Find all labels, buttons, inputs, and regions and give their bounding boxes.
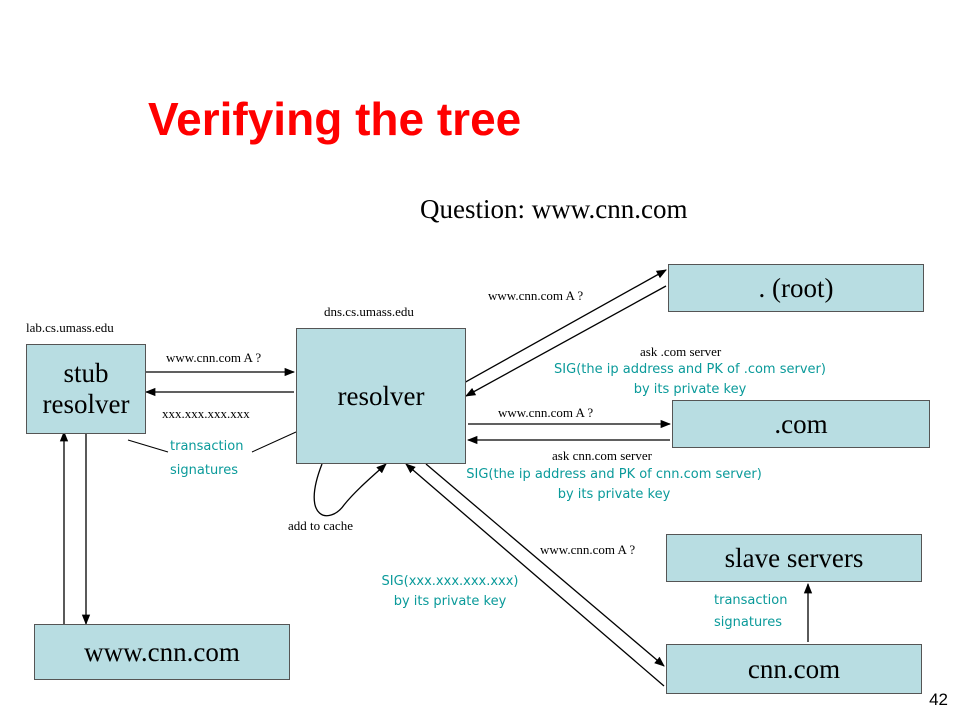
- arrow-root-to-resolver: [465, 285, 667, 397]
- stub-answer-label: xxx.xxx.xxx.xxx: [162, 406, 250, 421]
- tsig-right-line1: transaction: [714, 593, 788, 608]
- stub-resolver-line1: stub: [63, 358, 109, 388]
- root-sig-line1: SIG(the ip address and PK of .com server…: [554, 362, 826, 377]
- tsig-left-line2: signatures: [170, 463, 239, 478]
- stub-host-label: lab.cs.umass.edu: [26, 320, 114, 335]
- com-answer-label: ask cnn.com server: [552, 448, 652, 463]
- root-answer-label: ask .com server: [640, 344, 722, 359]
- tsig-left-line1: transaction: [170, 439, 244, 454]
- cnncom-server-box: cnn.com: [666, 644, 922, 694]
- slave-servers-box: slave servers: [666, 534, 922, 582]
- cnncom-server-label: cnn.com: [747, 653, 841, 684]
- com-query-label: www.cnn.com A ?: [498, 405, 594, 420]
- tsig-right-line2: signatures: [714, 615, 783, 630]
- cache-loop-arrow: [313, 463, 387, 517]
- root-query-label: www.cnn.com A ?: [488, 288, 584, 303]
- page-number: 42: [929, 690, 948, 709]
- com-server-label: .com: [774, 408, 828, 439]
- page-title: Verifying the tree: [148, 93, 522, 145]
- root-server-label: . (root): [758, 272, 834, 303]
- arrow-resolver-to-cnncom: [425, 463, 665, 667]
- tsig-line-resolver: [251, 431, 297, 453]
- cnn-sig-line1: SIG(xxx.xxx.xxx.xxx): [381, 574, 519, 589]
- question-label: Question: www.cnn.com: [420, 194, 688, 224]
- stub-resolver-line2: resolver: [42, 389, 130, 419]
- cnncom-query-label: www.cnn.com A ?: [540, 542, 636, 557]
- com-server-box: .com: [672, 400, 930, 448]
- arrow-cnncom-to-resolver: [405, 463, 665, 687]
- root-sig-line2: by its private key: [633, 382, 747, 397]
- www-cnn-label: www.cnn.com: [84, 636, 240, 667]
- cnn-sig-line2: by its private key: [393, 594, 507, 609]
- cache-label: add to cache: [288, 518, 353, 533]
- stub-query-label: www.cnn.com A ?: [166, 350, 262, 365]
- resolver-host-label: dns.cs.umass.edu: [324, 304, 414, 319]
- stub-resolver-box: stub resolver: [26, 344, 146, 434]
- com-sig-line1: SIG(the ip address and PK of cnn.com ser…: [466, 467, 762, 482]
- arrow-resolver-to-root: [461, 269, 667, 385]
- www-cnn-box: www.cnn.com: [34, 624, 290, 680]
- com-sig-line2: by its private key: [557, 487, 671, 502]
- resolver-box: resolver: [296, 328, 466, 464]
- slave-servers-label: slave servers: [724, 542, 864, 573]
- resolver-box-label: resolver: [337, 380, 425, 411]
- tsig-line-stub: [127, 439, 169, 453]
- root-server-box: . (root): [668, 264, 924, 312]
